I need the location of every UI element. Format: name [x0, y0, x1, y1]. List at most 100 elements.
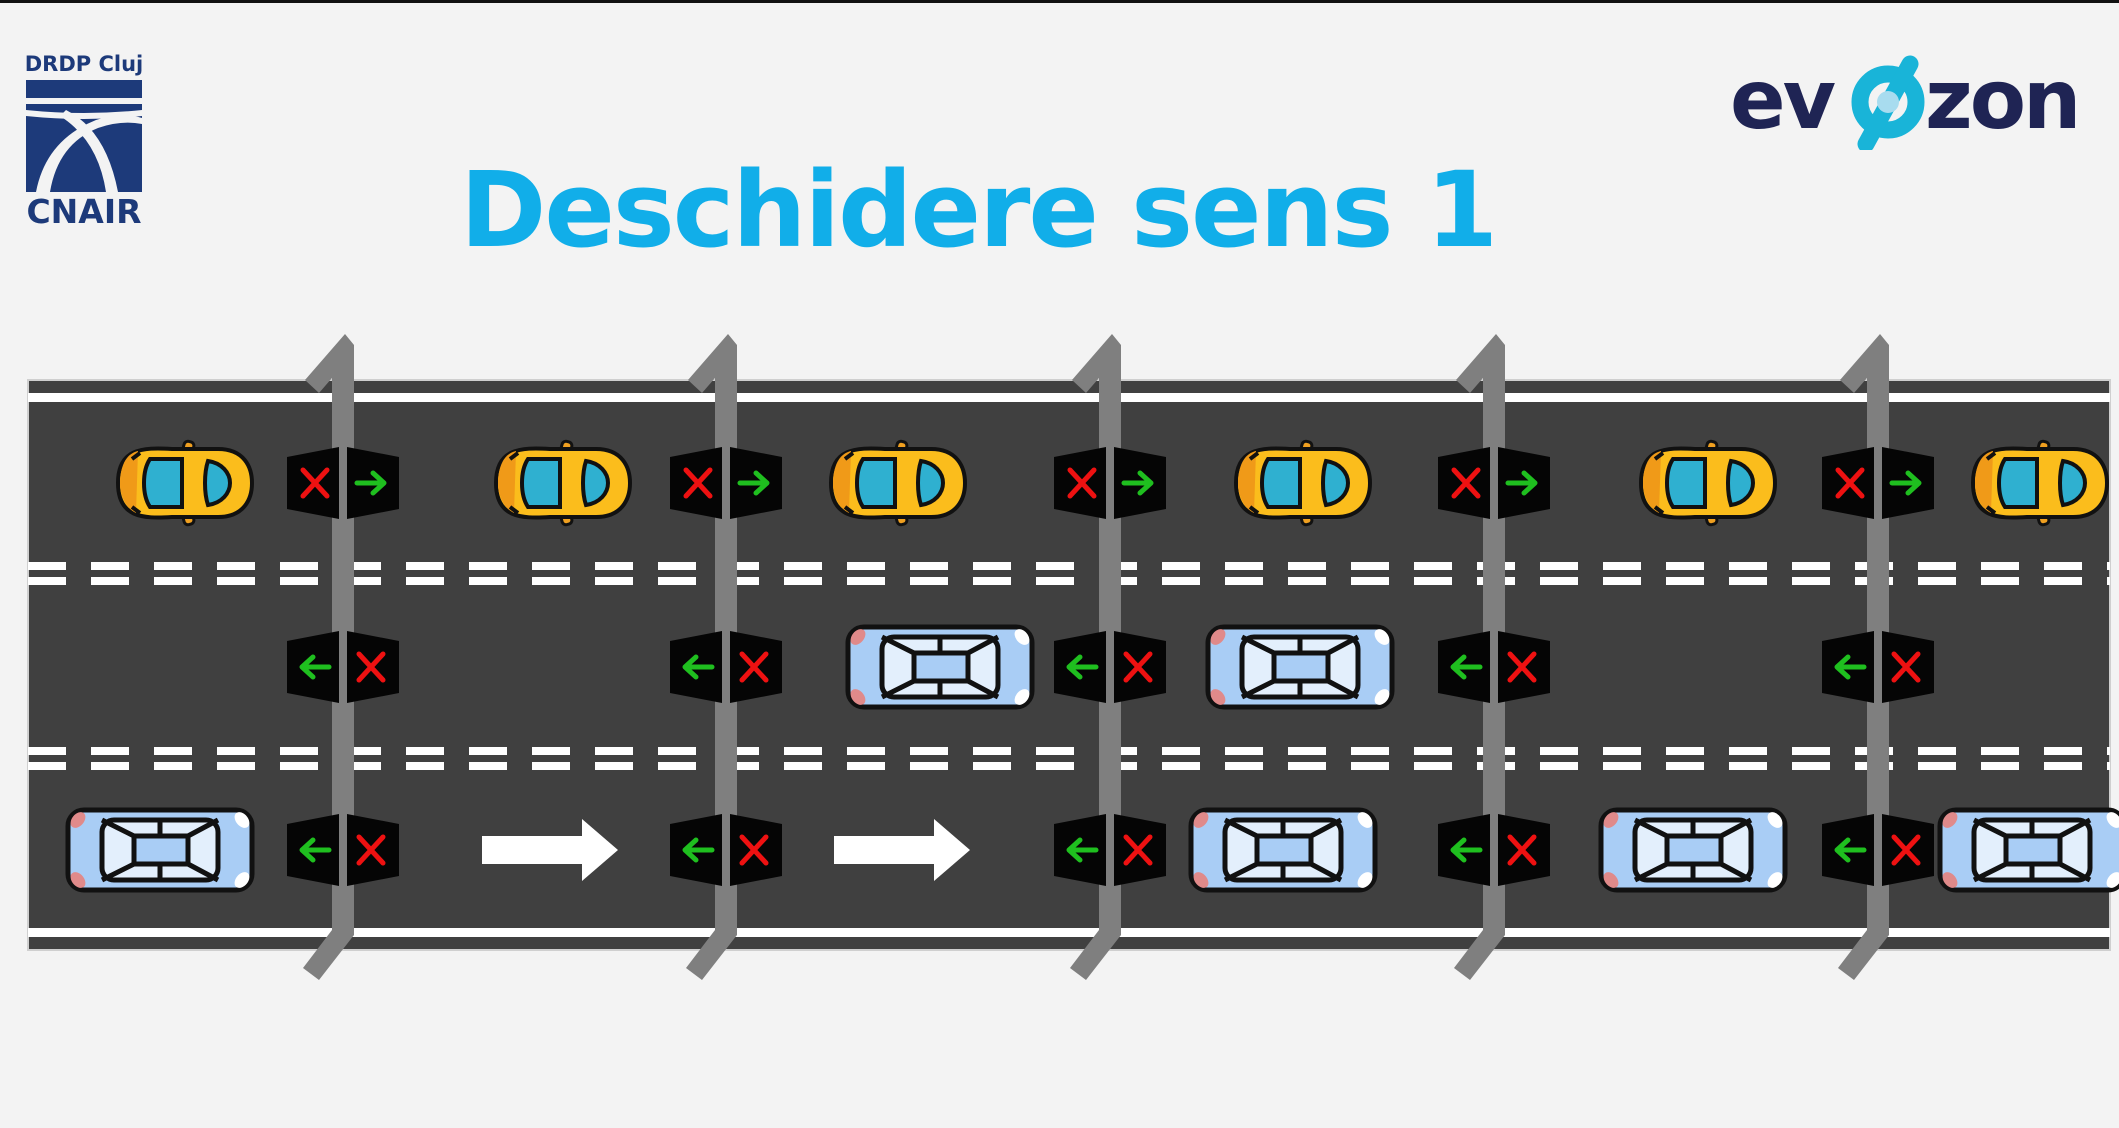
lane-dash: [1729, 562, 1767, 570]
blue-car: [848, 626, 1033, 708]
lane-dash: [1414, 562, 1452, 570]
gantry-pole: [686, 334, 737, 980]
lane-dash: [1225, 747, 1263, 755]
lane-dash: [469, 562, 507, 570]
lane-dash: [658, 577, 696, 585]
lane-dash: [1288, 562, 1326, 570]
lane-dash: [1918, 747, 1956, 755]
lane-dash: [532, 577, 570, 585]
lane-dash: [28, 747, 66, 755]
lane-dash: [1603, 577, 1641, 585]
lane-dash: [217, 577, 255, 585]
lane-dash: [406, 562, 444, 570]
lane-dash: [1792, 577, 1830, 585]
gantry: [1838, 334, 1889, 980]
lane-divider-1: [28, 562, 2110, 585]
cnair-logo-top-text: DRDP Cluj: [24, 52, 144, 76]
lane-dash: [532, 747, 570, 755]
lane-dash: [1414, 762, 1452, 770]
gantry-pole: [1838, 334, 1889, 980]
blue-car: [1601, 809, 1786, 891]
lane-dash: [721, 577, 759, 585]
lane-dash: [1162, 762, 1200, 770]
lane-dash: [658, 762, 696, 770]
lane-dash: [469, 747, 507, 755]
gantry: [686, 334, 737, 980]
lane-dash: [973, 562, 1011, 570]
lane-dash: [1792, 762, 1830, 770]
lane-dash: [1540, 747, 1578, 755]
cnair-logo-bottom-text: CNAIR: [26, 192, 142, 231]
lane-dash: [1792, 562, 1830, 570]
lane-dash: [1918, 762, 1956, 770]
lane-dash: [1729, 577, 1767, 585]
evozon-o-icon: [1851, 55, 1925, 150]
lane-dash: [469, 762, 507, 770]
gantry: [303, 334, 354, 980]
lane-dash: [658, 747, 696, 755]
lane-dash: [595, 562, 633, 570]
lane-dash: [532, 762, 570, 770]
cnair-emblem-icon: [26, 80, 142, 192]
lane-dash: [1981, 762, 2019, 770]
lane-dash: [280, 762, 318, 770]
road-edge-line-bottom: [28, 928, 2110, 937]
lane-dash: [280, 577, 318, 585]
lane-dash: [1666, 577, 1704, 585]
lane-dash: [1351, 762, 1389, 770]
lane-dash: [406, 762, 444, 770]
lane-dash: [28, 562, 66, 570]
lane-dash: [343, 562, 381, 570]
lane-dash: [91, 577, 129, 585]
lane-dash: [280, 562, 318, 570]
gantry: [1070, 334, 1121, 980]
lane-dash: [973, 762, 1011, 770]
lane-dash: [1981, 577, 2019, 585]
lane-dash: [658, 562, 696, 570]
lane-dash: [1162, 562, 1200, 570]
lane-dash: [1540, 562, 1578, 570]
lane-dash: [910, 762, 948, 770]
lane-dash: [847, 562, 885, 570]
lane-dash: [1981, 562, 2019, 570]
lane-dash: [1792, 747, 1830, 755]
lane-dash: [1981, 747, 2019, 755]
lane-dash: [847, 747, 885, 755]
lane-dash: [2107, 577, 2110, 585]
yellow-car: [1971, 438, 2109, 528]
lane-dash: [154, 762, 192, 770]
yellow-car: [1639, 438, 1777, 528]
lane-direction-arrow-right-icon: [482, 819, 618, 881]
lane-dash: [2044, 747, 2082, 755]
lane-dash: [847, 762, 885, 770]
lane-dash: [1288, 747, 1326, 755]
gantries: [303, 334, 1889, 980]
lane-dash: [2107, 747, 2110, 755]
lane-dash: [784, 577, 822, 585]
lane-dash: [217, 762, 255, 770]
evozon-logo-text-right: zon: [1925, 53, 2078, 148]
lane-dash: [1036, 762, 1074, 770]
lane-dash: [2044, 562, 2082, 570]
lane-dash: [1729, 747, 1767, 755]
lane-dash: [217, 747, 255, 755]
lane-dash: [1540, 762, 1578, 770]
blue-car: [68, 809, 253, 891]
lane-dash: [2107, 762, 2110, 770]
lane-dash: [91, 762, 129, 770]
lane-dash: [154, 562, 192, 570]
lane-dash: [721, 747, 759, 755]
lane-dash: [2044, 577, 2082, 585]
lane-dash: [1036, 577, 1074, 585]
lane-dash: [1414, 577, 1452, 585]
lane-dash: [595, 577, 633, 585]
page-title: Deschidere sens 1: [460, 149, 1498, 271]
lane-dash: [1540, 577, 1578, 585]
lane-dash: [2044, 762, 2082, 770]
lane-dash: [1288, 762, 1326, 770]
lane-dash: [532, 562, 570, 570]
lane-dash: [1036, 747, 1074, 755]
yellow-car: [829, 438, 967, 528]
lane-dash: [1414, 747, 1452, 755]
